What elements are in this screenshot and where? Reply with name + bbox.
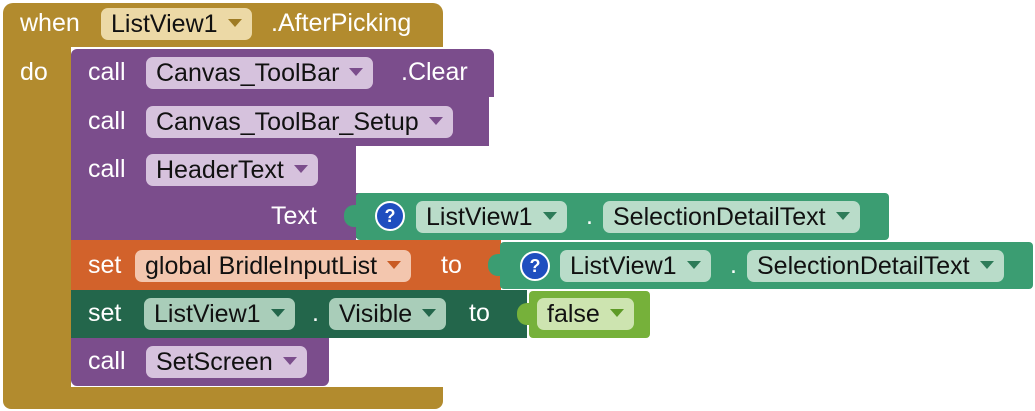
setter-component-dropdown[interactable]: ListView1 [144,298,295,330]
event-block-footer [3,387,443,409]
to-label: to [469,299,490,327]
to-label: to [441,251,462,279]
setscreen-procedure-label: SetScreen [156,348,273,376]
setter-component-label: ListView1 [154,300,261,328]
logic-value-label: false [547,300,600,328]
global-variable-dropdown[interactable]: global BridleInputList [135,250,412,282]
setscreen-procedure-dropdown[interactable]: SetScreen [146,346,307,378]
chevron-down-icon [293,165,308,174]
getter-component-dropdown[interactable]: ListView1 [560,250,711,282]
call-label: call [88,58,126,86]
help-icon[interactable]: ? [375,201,405,231]
getter-component-label: ListView1 [426,203,533,231]
event-block-footer-join [3,363,71,393]
setter-property-label: Visible [339,300,413,328]
global-variable-label: global BridleInputList [145,252,378,280]
help-icon[interactable]: ? [520,251,550,281]
chevron-down-icon [979,261,994,270]
clear-component-label: Canvas_ToolBar [156,59,340,87]
call-label: call [88,107,126,135]
getter-property-label: SelectionDetailText [757,252,970,280]
logic-value-dropdown[interactable]: false [537,298,634,330]
chevron-down-icon [422,309,437,318]
call-label: call [88,347,126,375]
chevron-down-icon [227,19,242,28]
event-name-label: .AfterPicking [271,9,412,37]
do-label: do [20,58,48,86]
setup-procedure-dropdown[interactable]: Canvas_ToolBar_Setup [146,106,453,138]
chevron-down-icon [349,68,364,77]
set-visible-block[interactable] [71,290,527,338]
getter-property-label: SelectionDetailText [613,203,826,231]
chevron-down-icon [686,261,701,270]
call-label: call [88,155,126,183]
chevron-down-icon [387,261,402,270]
headertext-procedure-label: HeaderText [156,156,284,184]
dot-separator: . [730,251,737,279]
chevron-down-icon [835,212,850,221]
getter-component-dropdown[interactable]: ListView1 [416,201,567,233]
clear-component-dropdown[interactable]: Canvas_ToolBar [146,57,374,89]
dot-separator: . [312,299,319,327]
logic-plug-notch [517,303,531,325]
event-component-dropdown[interactable]: ListView1 [101,8,252,40]
chevron-down-icon [428,117,443,126]
dot-separator: . [586,202,593,230]
chevron-down-icon [282,357,297,366]
setter-property-dropdown[interactable]: Visible [329,298,447,330]
getter-property-dropdown[interactable]: SelectionDetailText [603,201,860,233]
getter-property-dropdown[interactable]: SelectionDetailText [747,250,1004,282]
headertext-procedure-dropdown[interactable]: HeaderText [146,154,318,186]
text-param-label: Text [271,202,317,230]
setup-procedure-label: Canvas_ToolBar_Setup [156,108,419,136]
getter-plug-notch [344,205,358,227]
getter-plug-notch [488,254,502,276]
set-label: set [88,251,122,279]
chevron-down-icon [609,309,624,318]
event-component-label: ListView1 [111,10,218,38]
clear-method-label: .Clear [401,58,468,86]
when-label: when [20,9,80,37]
chevron-down-icon [270,309,285,318]
set-label: set [88,299,122,327]
event-block-do-arm [3,43,71,373]
getter-component-label: ListView1 [570,252,677,280]
chevron-down-icon [542,212,557,221]
